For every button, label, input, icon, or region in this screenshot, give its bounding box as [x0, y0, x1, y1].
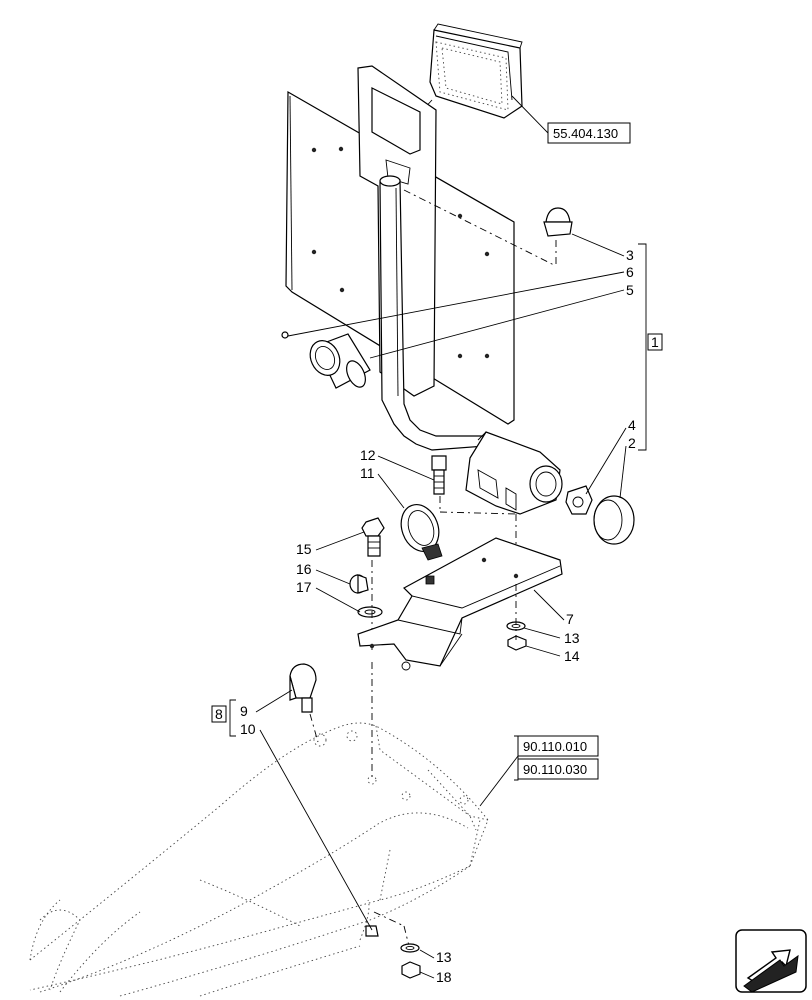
- bolt-part-15: [361, 517, 385, 557]
- ref-bottom-1-box: [517, 735, 599, 757]
- ref-bottom-2-label[interactable]: 90.110.030: [523, 762, 587, 777]
- callout-13-upper: 13: [564, 630, 580, 646]
- work-lamp: [429, 23, 523, 119]
- hinge-block: [465, 431, 563, 515]
- callout-10: 10: [240, 721, 256, 737]
- cap-nut-part-3: [543, 207, 573, 237]
- group-1-box: [647, 333, 663, 351]
- ref-bottom-1-label[interactable]: 90.110.010: [523, 739, 587, 754]
- callout-5: 5: [626, 282, 634, 298]
- clamp-sleeve-part-5: [309, 333, 371, 389]
- cable-tie-part-11: [400, 504, 443, 561]
- callout-17: 17: [296, 579, 312, 595]
- lamp-bracket-arm: [357, 65, 487, 451]
- axis-bolt-12b: [439, 511, 517, 515]
- support-bracket-part-7: [357, 537, 563, 671]
- nut-part-14: [507, 635, 527, 651]
- bolt-part-12: [431, 455, 447, 495]
- group-8-bracket: [229, 699, 236, 737]
- callout-9: 9: [240, 703, 248, 719]
- group-1-bracket: [638, 243, 647, 451]
- callout-14: 14: [564, 648, 580, 664]
- callout-16: 16: [296, 561, 312, 577]
- callout-2: 2: [628, 435, 636, 451]
- axis-fender-bottom: [373, 911, 405, 927]
- group-8-box: [211, 705, 227, 723]
- callout-6: 6: [626, 264, 634, 280]
- callout-18: 18: [436, 969, 452, 985]
- callout-7: 7: [566, 611, 574, 627]
- callout-13-lower: 13: [436, 949, 452, 965]
- ref-top-label[interactable]: 55.404.130: [553, 126, 618, 141]
- washer-part-13-lower: [400, 943, 420, 953]
- group-1-label[interactable]: 1: [651, 334, 659, 350]
- ref-bottom-2-box: [517, 758, 599, 780]
- callout-3: 3: [626, 247, 634, 263]
- screw-part-6: [281, 331, 289, 339]
- knob-part-9: [289, 663, 317, 713]
- callout-12: 12: [360, 447, 376, 463]
- screw-tip-part-10: [365, 925, 379, 937]
- axis-knob: [309, 713, 319, 743]
- washer-part-17: [357, 606, 383, 618]
- nut-part-4: [565, 485, 593, 515]
- end-cap-part-2: [593, 495, 635, 545]
- nut-part-18: [401, 961, 421, 979]
- ref-top-leader: [511, 95, 549, 134]
- ref-bottom-bracket: [514, 735, 519, 781]
- exit-arrow-icon[interactable]: [735, 929, 807, 993]
- callout-4: 4: [628, 417, 636, 433]
- callout-11: 11: [360, 465, 375, 481]
- spacer-part-16: [349, 574, 369, 594]
- group-8-label[interactable]: 8: [215, 706, 223, 722]
- fender-outline: [29, 722, 489, 997]
- axis-cap: [403, 189, 557, 267]
- ref-bottom-leader: [479, 755, 519, 807]
- callout-15: 15: [296, 541, 312, 557]
- ref-top-box: [547, 122, 631, 144]
